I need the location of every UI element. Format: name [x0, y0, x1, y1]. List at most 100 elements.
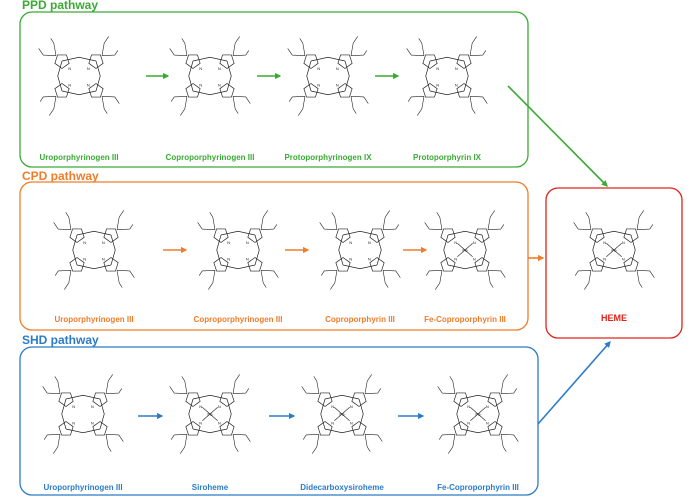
meso-bridge — [95, 60, 101, 92]
nitrogen-atom: N — [199, 420, 202, 425]
pyrrole-ring — [337, 83, 353, 98]
cpd-compound-label-2: Coproporphyrinogen III — [194, 315, 283, 324]
side-chain — [585, 212, 592, 230]
pyrrole-ring — [219, 421, 235, 436]
meso-bridge — [226, 60, 232, 92]
side-chain — [350, 95, 369, 104]
meso-bridge — [220, 264, 256, 270]
side-chain — [180, 434, 188, 454]
iron-coordination-bond — [457, 243, 466, 251]
side-chain — [469, 96, 476, 114]
meso-bridge — [72, 234, 78, 266]
side-chain — [288, 95, 306, 102]
pyrrole-ring — [623, 228, 639, 243]
nitrogen-atom: N — [368, 256, 371, 261]
pyrrole-ring — [54, 54, 70, 69]
cpd-panel-border — [19, 181, 529, 331]
meso-bridge — [110, 234, 116, 266]
side-chain — [208, 270, 216, 290]
side-chain — [105, 388, 123, 395]
side-chain — [116, 210, 124, 230]
meso-bridge — [342, 230, 378, 236]
side-chain — [49, 96, 57, 116]
side-chain — [232, 374, 240, 394]
side-chain — [260, 224, 278, 231]
nitrogen-atom: N — [218, 420, 221, 425]
nitrogen-atom: N — [486, 404, 489, 409]
side-chain — [469, 50, 487, 57]
iron-coordination-bond — [341, 407, 350, 415]
side-chain — [232, 96, 239, 114]
pyrrole-ring — [213, 228, 229, 243]
iron-coordination-bond — [464, 243, 473, 251]
side-chain — [101, 36, 109, 56]
pyrrole-ring — [185, 83, 201, 98]
nitrogen-atom: N — [349, 256, 352, 261]
meso-bridge — [188, 60, 194, 92]
ppd-compound-label-4: Protoporphyrin IX — [413, 153, 482, 162]
nitrogen-atom: N — [349, 240, 352, 245]
side-chain — [319, 222, 338, 231]
pyrrole-ring — [335, 228, 351, 243]
nitrogen-atom: N — [436, 82, 439, 87]
nitrogen-atom: N — [199, 82, 202, 87]
side-chain — [197, 222, 216, 231]
pyrrole-ring — [453, 392, 469, 407]
side-chain — [382, 269, 401, 278]
iron-coordination-bond — [457, 249, 466, 257]
side-chain — [320, 269, 338, 276]
iron-coordination-bond — [334, 407, 343, 415]
nitrogen-atom: N — [83, 240, 86, 245]
iron-coordination-bond — [470, 407, 479, 415]
iron-coordination-bond — [613, 243, 622, 251]
pyrrole-ring — [317, 421, 333, 436]
nitrogen-atom: N — [246, 256, 249, 261]
pyrrole-ring — [54, 83, 70, 98]
side-chain — [500, 374, 508, 394]
meso-bridge — [216, 234, 222, 266]
iron-coordination-bond — [209, 407, 218, 415]
nitrogen-atom: N — [317, 66, 320, 71]
iron-coordination-bond — [606, 249, 615, 257]
side-chain — [260, 269, 279, 278]
nitrogen-atom: N — [83, 256, 86, 261]
nitrogen-atom: N — [227, 256, 230, 261]
pyrrole-ring — [185, 54, 201, 69]
side-chain — [330, 270, 338, 290]
iron-coordination-bond — [477, 413, 486, 421]
pyrrole-ring — [69, 228, 85, 243]
side-chain — [407, 95, 425, 102]
meso-bridge — [192, 428, 228, 434]
shd-compound-label-1: Uroporphyrinogen III — [43, 483, 122, 492]
ppd-to-heme-arrow — [507, 85, 608, 187]
side-chain — [169, 48, 188, 57]
side-chain — [331, 212, 338, 230]
side-chain — [287, 48, 306, 57]
meso-bridge — [596, 264, 632, 270]
pyrrole-ring — [247, 228, 263, 243]
pyrrole-ring — [317, 392, 333, 407]
meso-bridge — [76, 264, 112, 270]
side-chain — [181, 376, 188, 394]
iron-coordination-bond — [464, 249, 473, 257]
side-chain — [500, 434, 507, 452]
ppd-panel-border — [19, 11, 529, 168]
pyrrole-ring — [88, 54, 104, 69]
meso-bridge — [324, 428, 360, 434]
pyrrole-ring — [487, 392, 503, 407]
pyrrole-ring — [337, 54, 353, 69]
side-chain — [313, 376, 320, 394]
meso-bridge — [342, 264, 378, 270]
nitrogen-atom: N — [603, 256, 606, 261]
side-chain — [64, 270, 72, 290]
pyrrole-ring — [303, 83, 319, 98]
side-chain — [101, 50, 119, 57]
pyrrole-ring — [453, 421, 469, 436]
side-chain — [418, 38, 425, 56]
